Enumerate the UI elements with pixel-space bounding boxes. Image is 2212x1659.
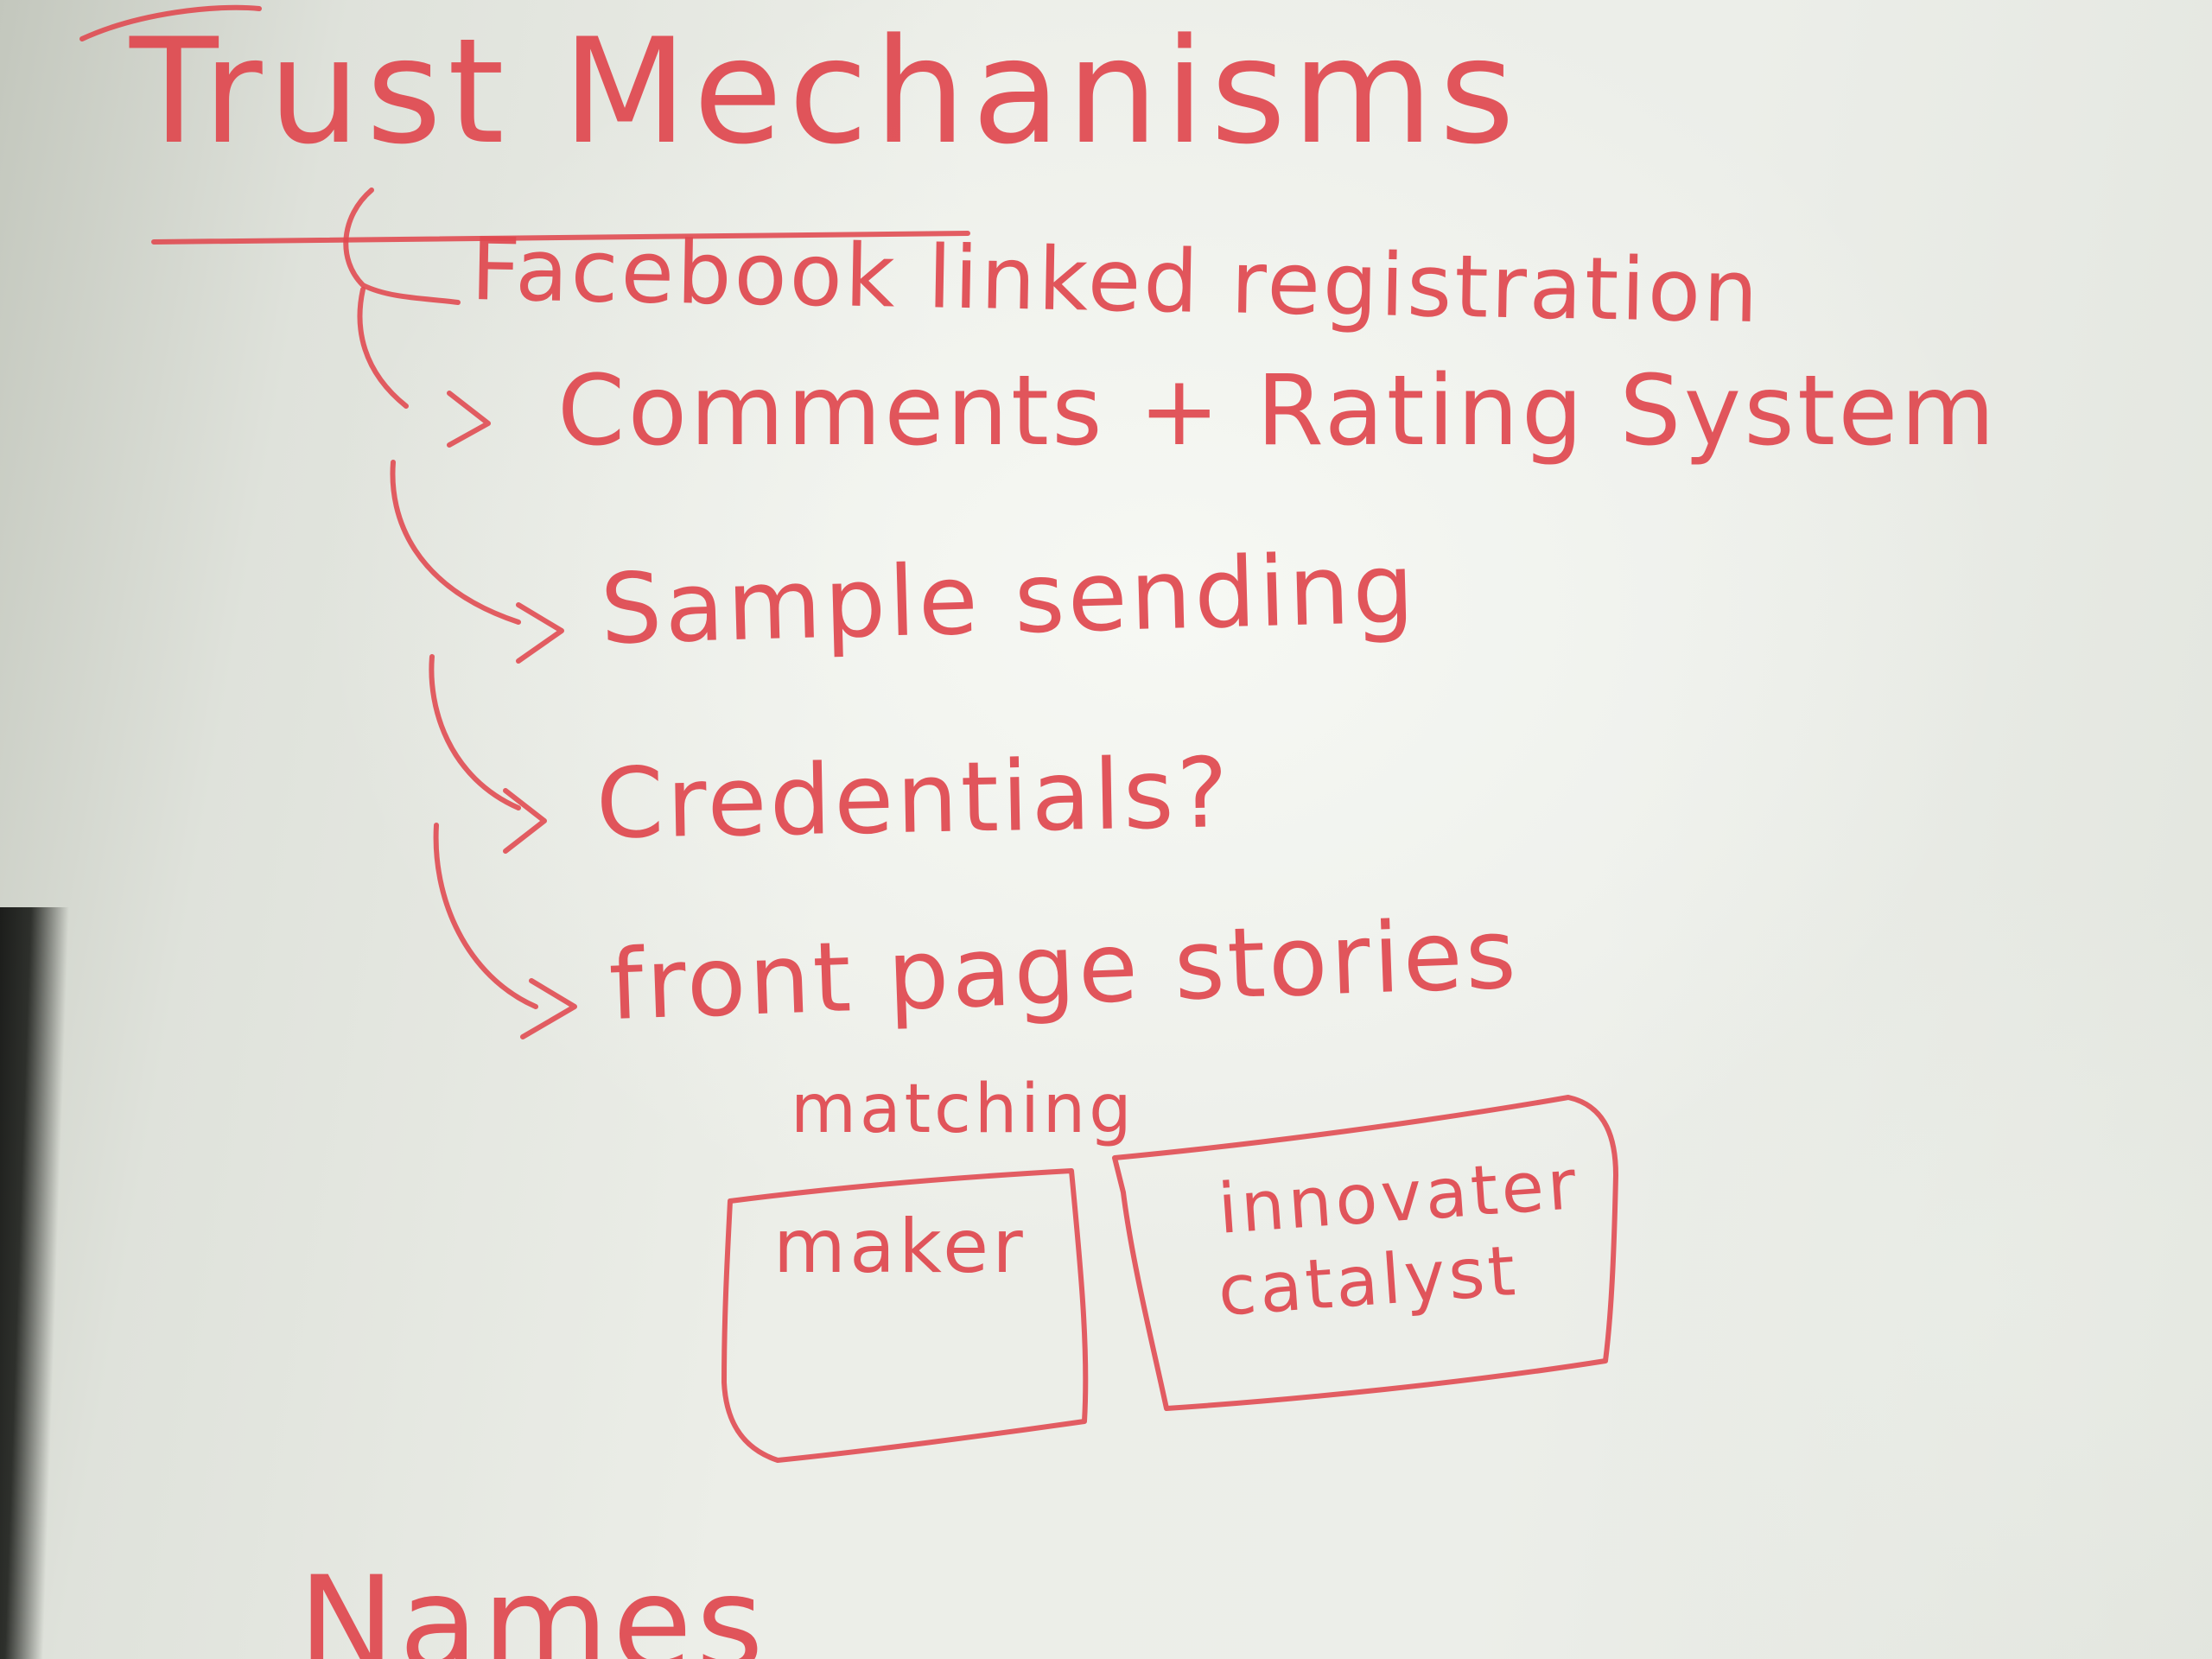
tree-connector-5	[433, 823, 538, 1009]
arrow-head-2	[447, 391, 491, 448]
tree-connector-2	[357, 287, 409, 409]
board-title: Trust Mechanisms	[130, 7, 1521, 176]
names-heading: Names	[298, 1549, 768, 1659]
trust-item-sample-sending: Sample sending	[599, 532, 1419, 666]
title-underline	[151, 231, 970, 245]
trust-item-comments-rating: Comments + Rating System	[557, 355, 1999, 467]
arrow-head-3	[516, 602, 564, 664]
trust-item-facebook-registration: Facebook linked registration	[469, 219, 1762, 343]
catalyst-box-label: catalyst	[1215, 1230, 1522, 1332]
maker-box	[721, 1168, 1089, 1463]
arrow-head-4	[503, 788, 547, 854]
title-top-stroke	[79, 4, 262, 41]
tree-connector-1	[343, 188, 461, 305]
matching-label: matching	[791, 1071, 1135, 1148]
arrow-head-5	[520, 978, 577, 1039]
tree-connector-3	[390, 460, 521, 625]
tree-connector-4	[429, 654, 521, 810]
trust-item-front-page-stories: front page stories	[607, 898, 1521, 1042]
trust-item-credentials: Credentials?	[594, 737, 1232, 861]
innovater-box	[1112, 1095, 1618, 1411]
maker-box-label: maker	[773, 1204, 1027, 1290]
